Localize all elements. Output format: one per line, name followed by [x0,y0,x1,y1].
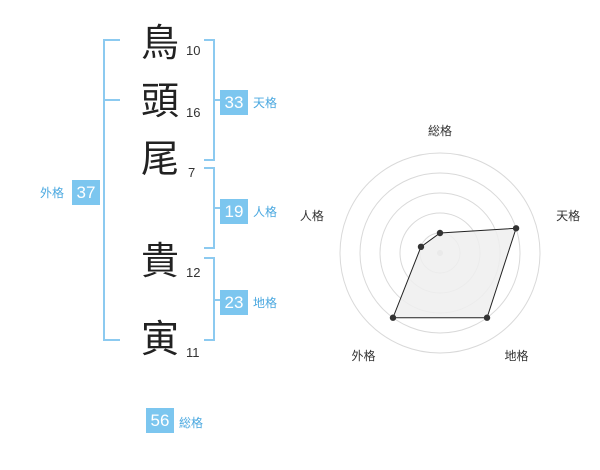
radar-point-3 [483,314,491,321]
radar-axis-label-4: 外格 [351,348,375,363]
jinkaku-bracket [204,167,215,249]
gaikaku-label: 外格 [40,186,65,200]
chikaku-bracket [204,257,215,341]
tenkaku-bracket [204,39,215,161]
radar-point-5 [417,243,425,251]
jinkaku-badge: 19 [220,199,248,224]
stroke-count-1: 10 [186,43,201,58]
jinkaku-label: 人格 [253,205,278,219]
radar-axis-label-2: 天格 [556,208,580,223]
tenkaku-label: 天格 [253,96,278,110]
name-char-3: 尾 [140,137,179,181]
radar-axis-label-5: 人格 [300,208,324,223]
radar-polygon [392,227,517,319]
radar-axis-label-3: 地格 [505,348,529,363]
radar-point-1 [436,229,444,237]
name-char-4: 貴 [140,239,179,283]
radar-point-2 [512,225,520,232]
gaikaku-bracket [103,39,120,341]
name-char-2: 頭 [140,79,179,123]
tenkaku-badge: 33 [220,90,248,115]
radar-point-4 [389,314,397,321]
chikaku-label: 地格 [253,296,278,310]
stroke-count-5: 11 [186,345,200,360]
chikaku-badge: 23 [220,290,248,315]
radar-ring [359,172,521,334]
radar-axis-label-1: 総格 [428,123,452,138]
name-char-1: 鳥 [140,21,179,65]
stroke-count-2: 16 [186,105,201,120]
gaikaku-badge: 37 [72,180,100,205]
radar-ring [339,152,541,354]
stroke-count-4: 12 [186,265,201,280]
stroke-count-3: 7 [188,165,196,180]
soukaku-label: 総格 [179,416,204,430]
soukaku-badge: 56 [146,408,174,433]
name-char-5: 寅 [140,317,179,361]
